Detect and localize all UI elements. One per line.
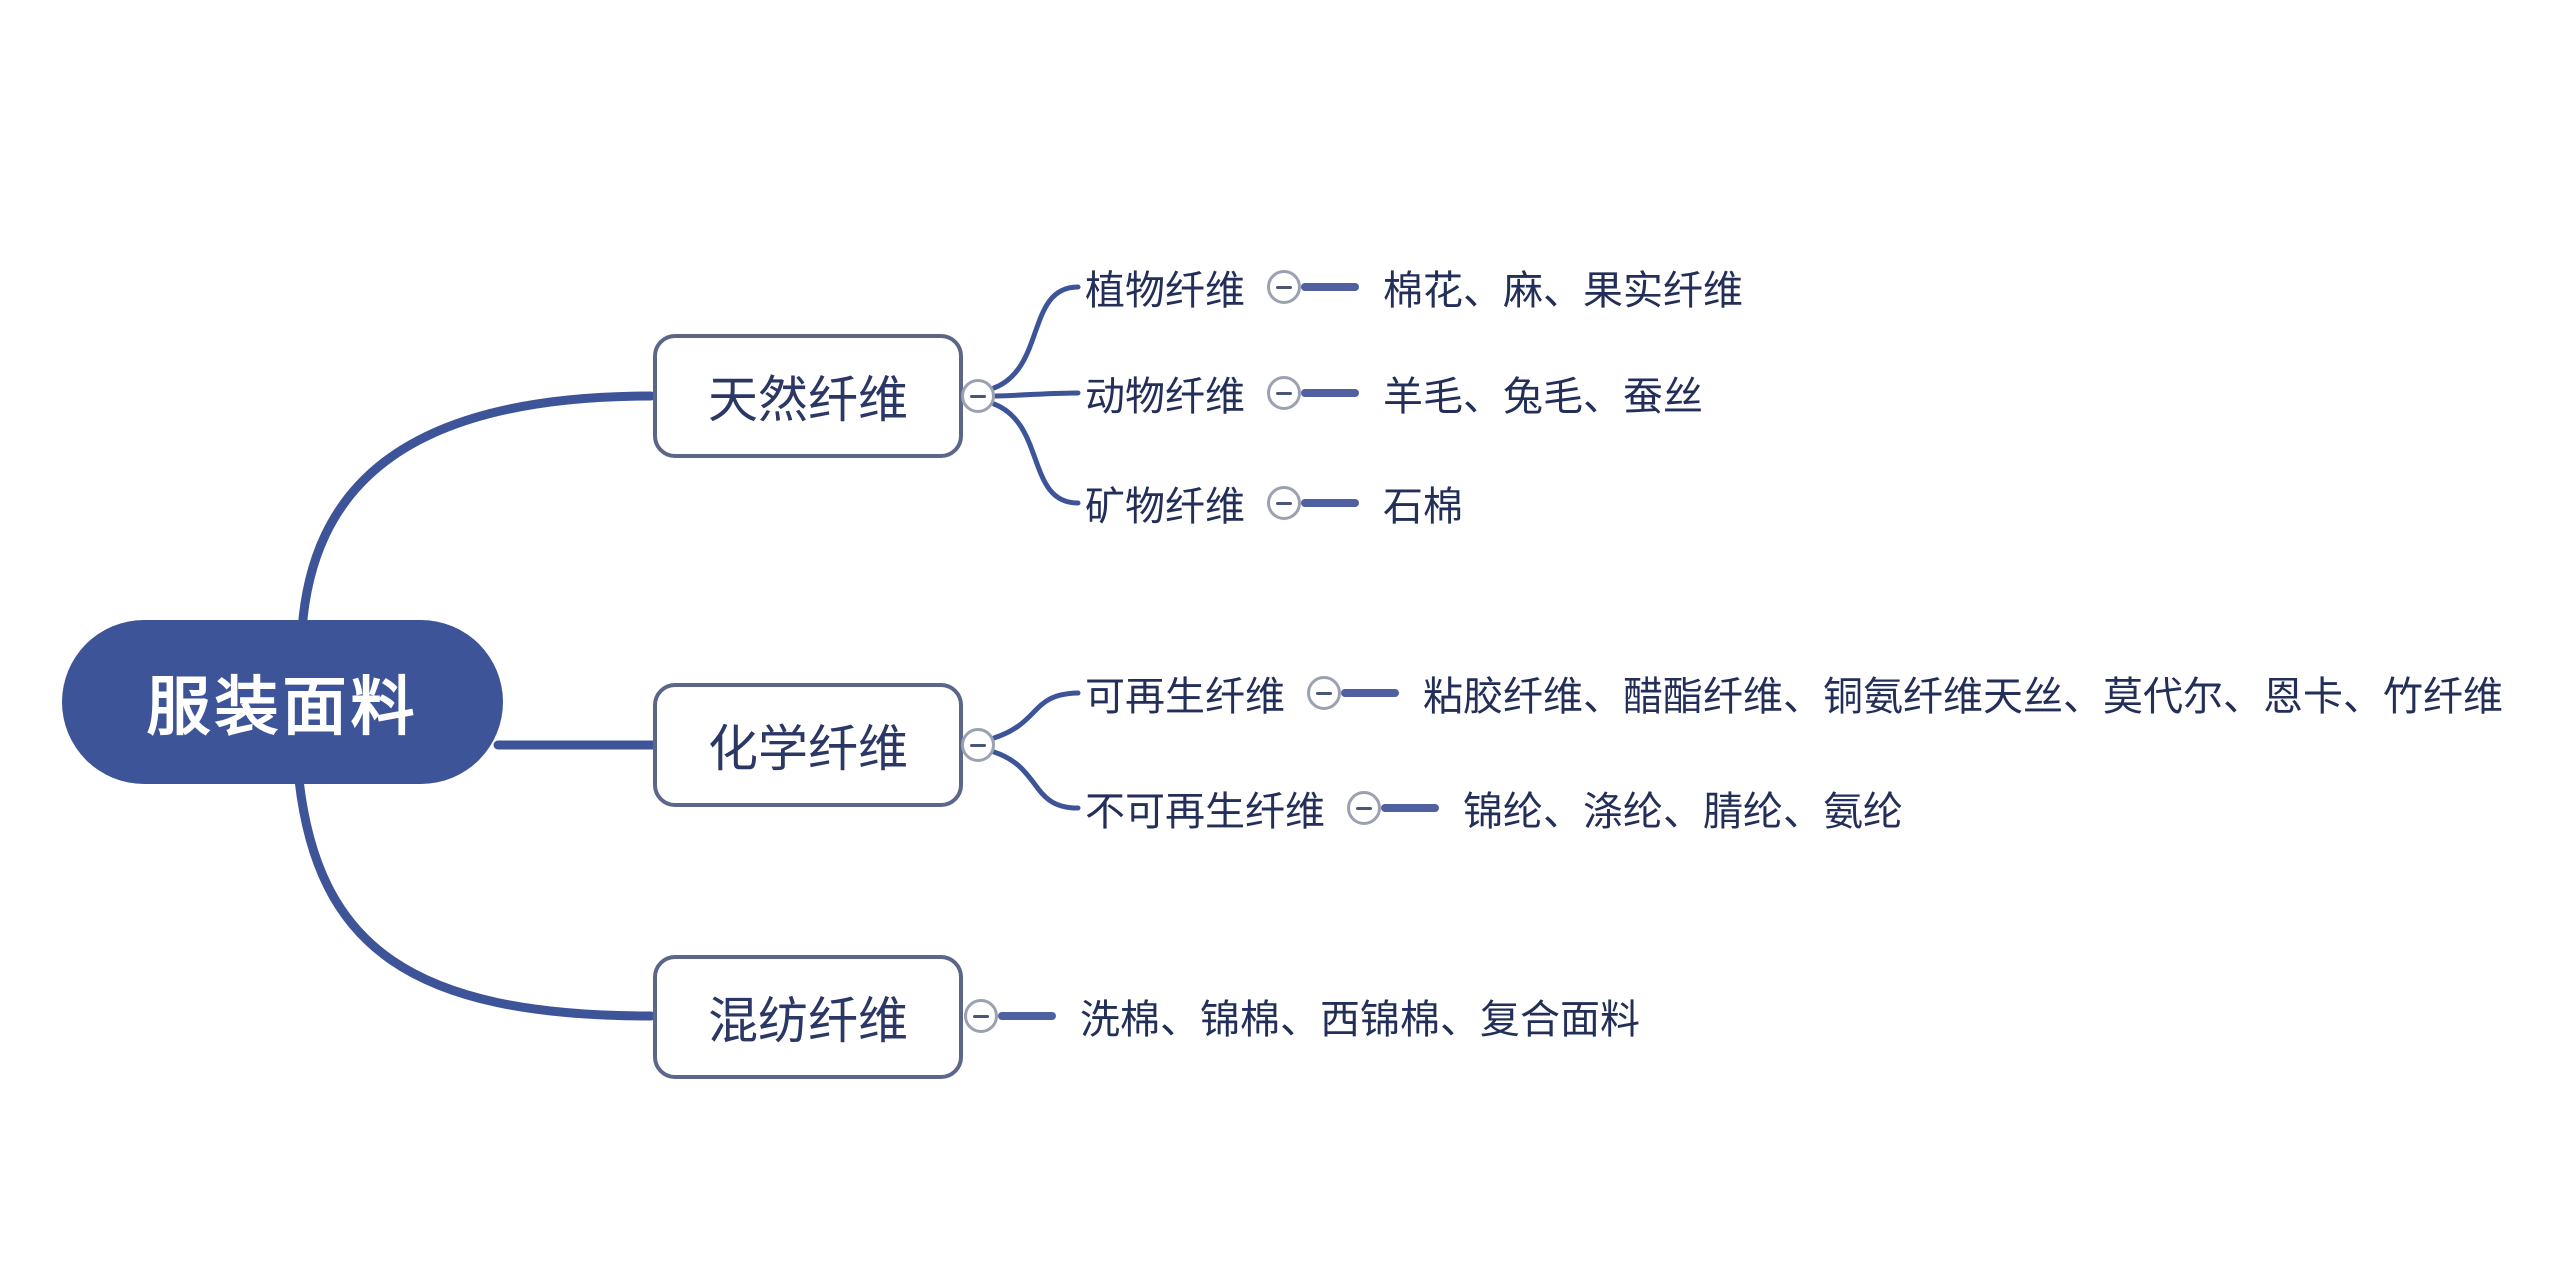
node-row-mineral-fiber: 矿物纤维 石棉 [1085, 463, 1463, 543]
minus-icon [970, 394, 986, 398]
collapse-toggle-blended[interactable] [964, 999, 998, 1033]
collapse-toggle-animal[interactable] [1267, 376, 1301, 410]
minus-icon [1276, 285, 1292, 289]
connector-chemical-nonregen [991, 749, 1081, 811]
leaf-node-blended-items[interactable]: 洗棉、锦棉、西锦棉、复合面料 [1080, 998, 1640, 1042]
collapse-toggle-nonregenerated[interactable] [1347, 791, 1381, 825]
minus-icon [1316, 691, 1332, 695]
node-row-animal-fiber: 动物纤维 羊毛、兔毛、蚕丝 [1085, 353, 1703, 433]
node-row-regenerated-fiber: 可再生纤维 粘胶纤维、醋酯纤维、铜氨纤维天丝、莫代尔、恩卡、竹纤维 [1085, 653, 2503, 733]
collapse-toggle-regenerated[interactable] [1307, 676, 1341, 710]
leaf-node-plant-items[interactable]: 棉花、麻、果实纤维 [1383, 269, 1743, 313]
branch-node-chemical-fiber[interactable]: 化学纤维 [653, 683, 963, 807]
connector-chemical-regen [991, 690, 1081, 741]
connector-natural-animal [993, 390, 1081, 399]
node-row-plant-fiber: 植物纤维 棉花、麻、果实纤维 [1085, 247, 1743, 327]
child-node-plant-fiber[interactable]: 植物纤维 [1085, 269, 1245, 313]
connector-root-blended [294, 775, 656, 1021]
connector-stub [1301, 389, 1359, 397]
child-node-mineral-fiber[interactable]: 矿物纤维 [1085, 485, 1245, 529]
connector-natural-mineral [991, 401, 1081, 506]
minus-icon [1356, 806, 1372, 810]
collapse-toggle-chemical[interactable] [961, 728, 995, 762]
minus-icon [970, 743, 986, 747]
connector-root-natural [297, 391, 656, 635]
root-node-fabric[interactable]: 服装面料 [62, 620, 503, 784]
collapse-toggle-plant[interactable] [1267, 270, 1301, 304]
connector-stub [1381, 804, 1439, 812]
collapse-toggle-mineral[interactable] [1267, 486, 1301, 520]
leaf-node-regenerated-items[interactable]: 粘胶纤维、醋酯纤维、铜氨纤维天丝、莫代尔、恩卡、竹纤维 [1423, 675, 2503, 719]
child-node-animal-fiber[interactable]: 动物纤维 [1085, 375, 1245, 419]
minus-icon [1276, 391, 1292, 395]
branch-node-label: 化学纤维 [708, 721, 908, 777]
connector-natural-plant [991, 284, 1081, 391]
child-node-nonregenerated-fiber[interactable]: 不可再生纤维 [1085, 790, 1325, 834]
leaf-node-nonregenerated-items[interactable]: 锦纶、涤纶、腈纶、氨纶 [1463, 790, 1903, 834]
root-node-label: 服装面料 [146, 671, 419, 743]
connector-stub [998, 1012, 1056, 1020]
connector-stub [1341, 689, 1399, 697]
branch-node-natural-fiber[interactable]: 天然纤维 [653, 334, 963, 458]
collapse-toggle-natural[interactable] [961, 379, 995, 413]
minus-icon [973, 1014, 989, 1018]
child-node-regenerated-fiber[interactable]: 可再生纤维 [1085, 675, 1285, 719]
minus-icon [1276, 501, 1292, 505]
node-row-blended-items: 洗棉、锦棉、西锦棉、复合面料 [998, 976, 1640, 1056]
leaf-node-animal-items[interactable]: 羊毛、兔毛、蚕丝 [1383, 375, 1703, 419]
node-row-nonregenerated-fiber: 不可再生纤维 锦纶、涤纶、腈纶、氨纶 [1085, 768, 1903, 848]
leaf-node-mineral-items[interactable]: 石棉 [1383, 485, 1463, 529]
branch-node-label: 天然纤维 [708, 372, 908, 428]
branch-node-blended-fiber[interactable]: 混纺纤维 [653, 955, 963, 1079]
connector-stub [1301, 283, 1359, 291]
connector-stub [1301, 499, 1359, 507]
branch-node-label: 混纺纤维 [708, 993, 908, 1049]
